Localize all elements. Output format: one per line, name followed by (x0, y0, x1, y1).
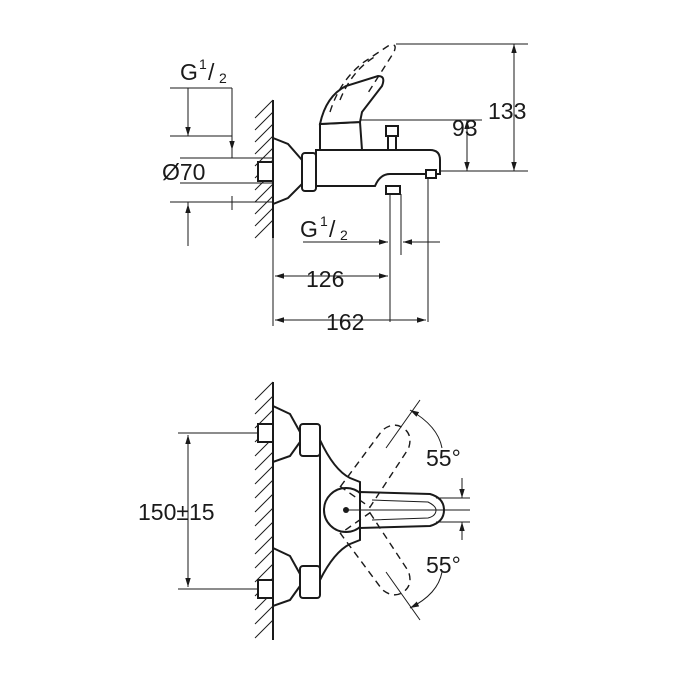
dim-150-label: 150±15 (138, 499, 215, 525)
thread-spout-numerator: 1 (320, 213, 328, 229)
pipe-stub-upper (257, 423, 274, 443)
svg-text:/: / (208, 59, 215, 85)
thread-top-denominator: 2 (219, 70, 227, 86)
rosette (272, 136, 303, 206)
nut-lower (299, 565, 321, 599)
wall-hatching-bottom (254, 381, 274, 640)
dim-93-label: 93 (452, 115, 478, 141)
thread-top-numerator: 1 (199, 56, 207, 72)
thread-spout-label: G (300, 216, 318, 242)
cartridge-housing (319, 120, 364, 151)
shower-outlet (385, 185, 401, 195)
pipe-stub (257, 161, 274, 182)
dim-133-label: 133 (488, 98, 526, 124)
lever-raised-inner (339, 55, 377, 101)
lever-rotated-down (339, 511, 411, 596)
side-view (170, 43, 528, 326)
rosette-upper (272, 404, 301, 464)
diverter-stem (387, 135, 397, 151)
front-view (178, 381, 470, 640)
dim-162-label: 162 (326, 309, 364, 335)
thread-spout-denominator: 2 (340, 227, 348, 243)
union-nut (301, 152, 317, 192)
angle-bottom-label: 55° (426, 552, 461, 578)
diverter-knob[interactable] (385, 125, 399, 137)
diameter-label: Ø70 (162, 159, 205, 185)
svg-text:/: / (329, 216, 336, 242)
lever-raised-position (329, 44, 396, 113)
lever-handle (318, 74, 385, 126)
mixer-body (315, 149, 441, 187)
dim-126-label: 126 (306, 266, 344, 292)
pipe-stub-lower (257, 579, 274, 599)
spout-outlet (425, 169, 437, 179)
thread-top-label: G (180, 59, 198, 85)
dimension-labels: G 1 / 2 Ø70 G 1 / 2 126 162 93 133 150±1… (138, 56, 526, 578)
rosette-lower (272, 546, 301, 608)
lever-rotated-up (339, 424, 411, 509)
angle-top-label: 55° (426, 445, 461, 471)
nut-upper (299, 423, 321, 457)
